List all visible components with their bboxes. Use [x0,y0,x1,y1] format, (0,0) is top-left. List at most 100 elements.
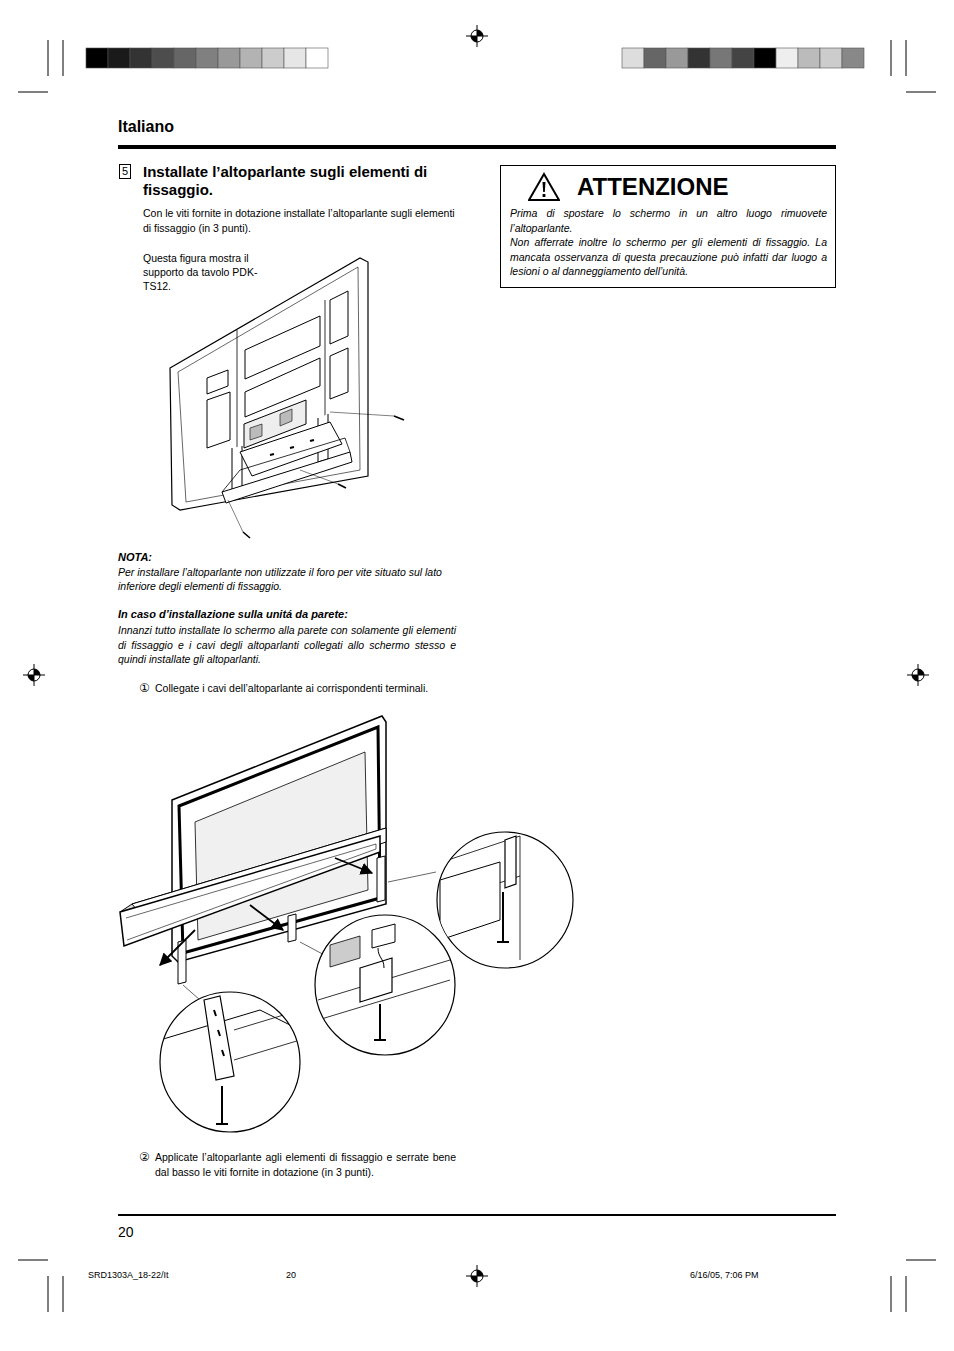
display-back-bevel [178,267,360,502]
warning-triangle [529,174,559,200]
leader-line [228,412,394,532]
warning-heading: ATTENZIONE [577,172,827,202]
crop-mark [63,1276,64,1312]
screw-hole [270,440,314,455]
inset-detail [318,924,450,1040]
registration-mark [471,1270,483,1282]
speaker-side [234,1010,300,1060]
stand-base [222,452,352,503]
crop-mark [18,1260,48,1261]
bracket-hole [214,1010,224,1056]
speaker-side [440,862,500,940]
arrow [160,930,195,965]
speaker-front [120,836,380,946]
bracket [288,914,296,942]
inset-circle [437,832,573,968]
arrow [250,905,283,930]
terminal [372,924,395,948]
language-heading: Italiano [118,117,174,138]
registration-mark [471,30,483,42]
footer-page: 20 [286,1270,296,1282]
registration-mark [28,669,40,681]
registration-mark [912,669,924,681]
registration-mark [471,1270,483,1282]
registration-mark [466,1265,488,1287]
bracket [377,856,385,902]
header-rule [118,145,836,149]
side-panel [330,348,348,399]
bracket-plate [360,958,392,1002]
crop-mark [906,92,936,93]
bracket-plate [204,996,234,1080]
crop-mark [906,40,907,76]
crop-mark [891,40,892,76]
vent-panel [245,316,320,379]
color-bar-cell [732,48,754,68]
inset-detail [440,836,520,960]
color-bar-cell [710,48,732,68]
subheading: In caso d’installazione sulla unitá da p… [118,607,348,621]
registration-mark [466,25,488,47]
registration-mark [912,669,924,681]
side-panel [207,392,230,448]
color-bar-cell [306,48,328,68]
footer-date: 6/16/05, 7:06 PM [690,1270,759,1282]
exclamation-mark [543,182,546,197]
screw [374,1004,386,1040]
warning-box: ATTENZIONEPrima di spostare lo schermo i… [500,165,836,288]
color-bar-cell [820,48,842,68]
arrow [335,858,372,873]
inset-detail [160,996,300,1124]
crop-mark [891,1276,892,1312]
instruction-text: Collegate i cavi dell’altoparlante ai co… [155,681,456,696]
color-bar-cell [284,48,306,68]
detail-inset [315,915,455,1055]
instruction-text: Con le viti fornite in dotazione install… [143,206,461,236]
registration-mark [907,664,929,686]
footer-rule [118,1214,836,1216]
callout-number: ① [139,681,150,697]
instruction-text: Applicate l’altoparlante agli elementi d… [155,1150,456,1180]
crop-mark [48,40,49,76]
print-marks [18,25,936,1312]
screw [216,1086,228,1124]
footer-code: SRD1303A_18-22/It [88,1270,169,1282]
crop-mark [48,1276,49,1312]
note-heading: NOTA: [118,550,152,564]
color-bar-cell [754,48,776,68]
speaker-mount-illustration [120,716,573,1132]
display-stand-illustration [170,258,404,538]
color-bar-cell [798,48,820,68]
inset-circle [160,992,300,1132]
color-bar-cell [688,48,710,68]
color-bar-cell [174,48,196,68]
step-heading: Installate l’altoparlante sugli elementi… [143,163,453,199]
handle [207,370,228,394]
figure-note: Questa figura mostra il supporto da tavo… [143,251,283,293]
detail-inset [160,992,300,1132]
color-bar-cell [842,48,864,68]
color-bar-cell [130,48,152,68]
registration-mark [23,664,45,686]
registration-mark [471,30,483,42]
color-bar-cell [218,48,240,68]
terminal-block [330,936,360,967]
detail-inset [437,832,573,968]
stand-base-top [222,438,350,492]
color-bar-cell [86,48,108,68]
registration-mark [28,669,40,681]
speaker-edge [160,1010,300,1040]
cable [378,948,384,968]
step-number: 5 [119,164,131,179]
color-bar-cell [666,48,688,68]
color-bar-cell [152,48,174,68]
color-bar-cell [776,48,798,68]
instruction-text: Innanzi tutto installate lo schermo alla… [118,623,456,667]
color-bar-cell [240,48,262,68]
bracket-plate [505,836,516,888]
terminal [250,409,292,440]
vent-panel [245,358,320,417]
screw [497,892,509,942]
warning-icon [528,172,560,202]
side-panel [330,291,348,344]
